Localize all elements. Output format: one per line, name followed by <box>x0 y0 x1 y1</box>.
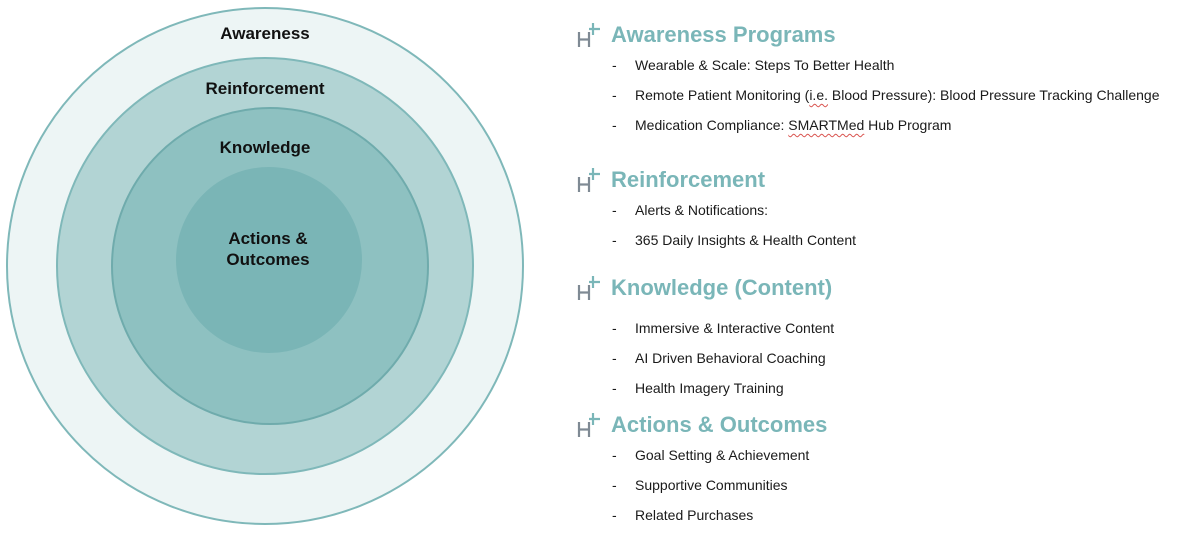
bullet-dash: - <box>612 87 617 103</box>
item-text: 365 Daily Insights & Health Content <box>635 232 857 248</box>
list-item: - Remote Patient Monitoring (i.e. Blood P… <box>575 80 1160 110</box>
list-item: - Health Imagery Training <box>575 373 834 403</box>
item-list: - Immersive & Interactive Content - AI Dri… <box>575 313 834 403</box>
bullet-dash: - <box>612 57 617 73</box>
list-item: - Goal Setting & Achievement <box>575 440 827 470</box>
bullet-dash: - <box>612 117 617 133</box>
section-header: Actions & Outcomes <box>575 410 827 440</box>
ring-label-actions-line2: Outcomes <box>226 250 309 269</box>
h-plus-logo-icon <box>577 23 600 47</box>
section-title: Actions & Outcomes <box>611 412 828 437</box>
item-text-end: Blood Pressure): Blood Pressure Tracking… <box>828 87 1160 103</box>
section-title: Awareness Programs <box>611 22 836 47</box>
bullet-dash: - <box>612 447 617 463</box>
bullet-dash: - <box>612 477 617 493</box>
item-list: - Alerts & Notifications: - 365 Daily Insi… <box>575 195 856 255</box>
bullet-dash: - <box>612 507 617 523</box>
item-text: AI Driven Behavioral Coaching <box>635 350 826 366</box>
list-item: - AI Driven Behavioral Coaching <box>575 343 834 373</box>
h-plus-logo-icon <box>577 276 600 300</box>
ring-label-awareness: Awareness <box>220 24 309 43</box>
section-header: Knowledge (Content) <box>575 273 834 303</box>
item-text: Related Purchases <box>635 507 754 523</box>
h-plus-logo-icon <box>577 168 600 192</box>
section-actions-outcomes: Actions & Outcomes - Goal Setting & Achie… <box>575 410 827 530</box>
item-text: Alerts & Notifications: <box>635 202 769 218</box>
section-reinforcement: Reinforcement - Alerts & Notifications: -… <box>575 165 856 255</box>
item-list: - Goal Setting & Achievement - Supportive … <box>575 440 827 530</box>
bullet-dash: - <box>612 232 617 248</box>
concentric-rings-diagram: Awareness Reinforcement Knowledge Action… <box>6 7 524 525</box>
ring-label-actions-line1: Actions & <box>228 229 307 248</box>
item-text: Goal Setting & Achievement <box>635 447 810 463</box>
list-item: - Supportive Communities <box>575 470 827 500</box>
spellcheck-marked-word: SMARTMed <box>788 117 865 133</box>
bullet-dash: - <box>612 350 617 366</box>
section-header: Awareness Programs <box>575 20 1160 50</box>
section-knowledge-content: Knowledge (Content) - Immersive & Interac… <box>575 273 834 403</box>
section-header: Reinforcement <box>575 165 856 195</box>
item-list: - Wearable & Scale: Steps To Better Healt… <box>575 50 1160 140</box>
h-plus-logo-icon <box>577 413 600 437</box>
list-item: - Immersive & Interactive Content <box>575 313 834 343</box>
item-text: Immersive & Interactive Content <box>635 320 835 336</box>
section-title: Knowledge (Content) <box>611 275 833 300</box>
ring-label-reinforcement: Reinforcement <box>205 79 324 98</box>
bullet-dash: - <box>612 202 617 218</box>
item-text-start: Remote Patient Monitoring ( <box>635 87 810 103</box>
section-title: Reinforcement <box>611 167 766 192</box>
list-item: - Related Purchases <box>575 500 827 530</box>
list-item: - Medication Compliance: SMARTMed Hub Pro… <box>575 110 1160 140</box>
list-item: - 365 Daily Insights & Health Content <box>575 225 856 255</box>
item-text-end: Hub Program <box>864 117 952 133</box>
ring-label-knowledge: Knowledge <box>220 138 311 157</box>
item-text: Wearable & Scale: Steps To Better Health <box>635 57 895 73</box>
list-item: - Alerts & Notifications: <box>575 195 856 225</box>
bullet-dash: - <box>612 320 617 336</box>
item-text: Supportive Communities <box>635 477 788 493</box>
item-text-start: Medication Compliance: <box>635 117 789 133</box>
item-text: Health Imagery Training <box>635 380 784 396</box>
ring-actions-outcomes <box>176 167 362 353</box>
bullet-dash: - <box>612 380 617 396</box>
section-awareness-programs: Awareness Programs - Wearable & Scale: St… <box>575 20 1160 140</box>
list-item: - Wearable & Scale: Steps To Better Healt… <box>575 50 1160 80</box>
spellcheck-marked-word: i.e. <box>809 87 828 103</box>
